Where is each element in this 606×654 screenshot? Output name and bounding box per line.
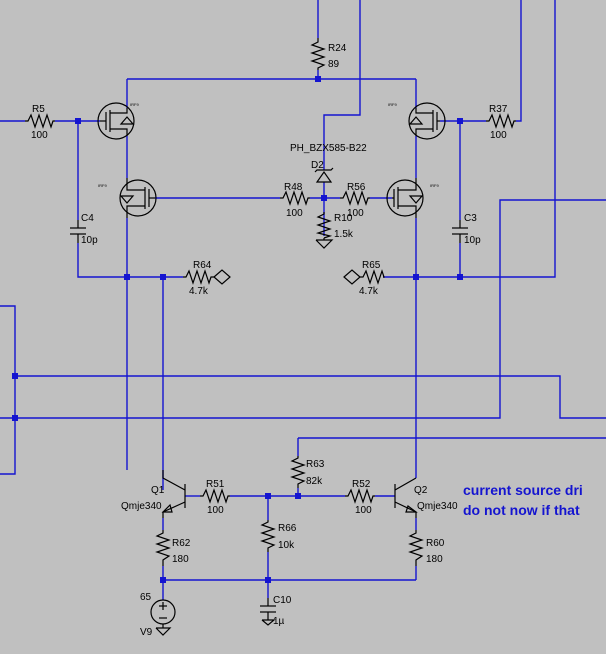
r65-value: 4.7k — [359, 286, 379, 297]
zener-diode-d2[interactable]: PH_BZX585-B22 D2 — [290, 143, 367, 183]
c4-value: 10p — [81, 235, 98, 246]
capacitor-c4[interactable]: C4 10p — [70, 213, 98, 246]
r64-name: R64 — [193, 260, 212, 271]
c3-name: C3 — [464, 213, 477, 224]
r24-value: 89 — [328, 59, 340, 70]
r66-name: R66 — [278, 523, 297, 534]
resistor-r62[interactable]: R62 180 — [155, 530, 191, 566]
r64-value: 4.7k — [189, 286, 209, 297]
mosfet-m2[interactable]: IRF9 — [98, 178, 157, 218]
r52-value: 100 — [355, 505, 372, 516]
q1-name: Q1 — [151, 485, 165, 496]
r37-value: 100 — [490, 130, 507, 141]
resistor-r64[interactable]: R64 4.7k — [183, 260, 231, 297]
r5-name: R5 — [32, 104, 45, 115]
resistor-r63[interactable]: R63 82k — [290, 456, 325, 488]
voltage-source-v9[interactable]: 65 V9 — [140, 592, 176, 638]
r37-name: R37 — [489, 104, 508, 115]
r62-name: R62 — [172, 538, 191, 549]
r63-value: 82k — [306, 476, 323, 487]
r56-value: 100 — [347, 208, 364, 219]
q1-value: Qmje340 — [121, 501, 162, 512]
r60-value: 180 — [426, 554, 443, 565]
r52-name: R52 — [352, 479, 371, 490]
mosfet-m1[interactable]: IRF9 — [97, 102, 139, 140]
r66-value: 10k — [278, 540, 295, 551]
resistor-r51[interactable]: R51 100 — [200, 479, 230, 516]
r51-value: 100 — [207, 505, 224, 516]
resistor-r37[interactable]: R37 100 — [486, 104, 516, 141]
mosfet-m3[interactable]: IRF9 — [388, 102, 446, 140]
r48-value: 100 — [286, 208, 303, 219]
resistor-r60[interactable]: R60 180 — [408, 530, 445, 566]
v9-name: V9 — [140, 627, 153, 638]
r62-value: 180 — [172, 554, 189, 565]
junctions — [12, 76, 463, 583]
resistor-r52[interactable]: R52 100 — [345, 479, 375, 516]
m2-model: IRF9 — [98, 183, 107, 188]
resistor-r66[interactable]: R66 10k — [260, 520, 297, 552]
capacitor-c10[interactable]: C10 1µ — [260, 595, 292, 627]
r63-name: R63 — [306, 459, 325, 470]
resistor-r65[interactable]: R65 4.7k — [343, 260, 385, 297]
r24-name: R24 — [328, 43, 347, 54]
transistor-q2[interactable]: Q2 Qmje340 — [394, 477, 458, 518]
c4-name: C4 — [81, 213, 94, 224]
resistor-r48[interactable]: R48 100 — [280, 182, 310, 219]
q2-value: Qmje340 — [417, 501, 458, 512]
r56-name: R56 — [347, 182, 366, 193]
q2-name: Q2 — [414, 485, 428, 496]
resistor-r24[interactable]: R24 89 — [310, 38, 347, 70]
c3-value: 10p — [464, 235, 481, 246]
m3-model: IRF9 — [388, 102, 397, 107]
resistor-r56[interactable]: R56 100 — [340, 182, 370, 219]
c10-value: 1µ — [273, 616, 285, 627]
comment-line-2: do not now if that — [463, 502, 580, 518]
transistor-q1[interactable]: Q1 Qmje340 — [121, 470, 186, 518]
resistor-r10[interactable]: R10 1.5k — [315, 212, 354, 249]
r51-name: R51 — [206, 479, 225, 490]
m1-model: IRF9 — [130, 102, 139, 107]
c10-name: C10 — [273, 595, 292, 606]
comment-line-1: current source dri — [463, 482, 583, 498]
mosfet-m4[interactable]: IRF9 — [386, 178, 439, 218]
resistor-r5[interactable]: R5 100 — [25, 104, 55, 141]
r5-value: 100 — [31, 130, 48, 141]
r60-name: R60 — [426, 538, 445, 549]
r10-value: 1.5k — [334, 229, 354, 240]
d2-name: D2 — [311, 160, 324, 171]
r48-name: R48 — [284, 182, 303, 193]
v9-value: 65 — [140, 592, 152, 603]
d2-value: PH_BZX585-B22 — [290, 143, 367, 154]
capacitor-c3[interactable]: C3 10p — [452, 213, 481, 246]
r10-name: R10 — [334, 213, 353, 224]
r65-name: R65 — [362, 260, 381, 271]
m4-model: IRF9 — [430, 183, 439, 188]
